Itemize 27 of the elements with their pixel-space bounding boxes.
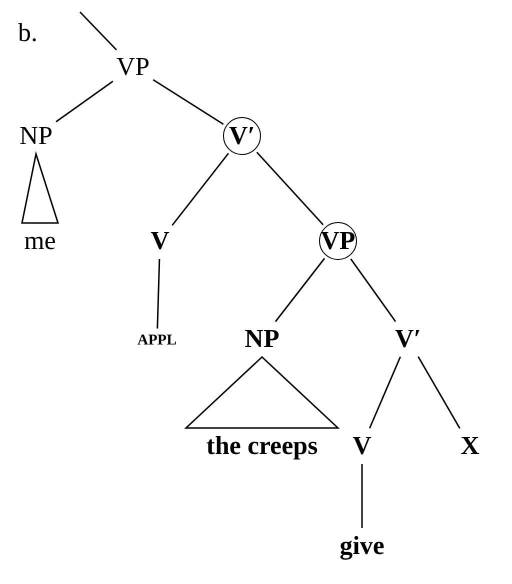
tree-label: V [352,431,372,461]
tree-label: V′ [394,324,422,354]
branch-line [172,152,230,226]
tree-label: V [150,226,170,256]
branch-line [418,356,460,429]
tree-label: NP [244,324,280,354]
branch-line [256,152,324,226]
triangle-branch [21,151,60,224]
branch-line [361,464,363,528]
branch-line [156,258,160,329]
branch-line [368,356,402,429]
circled-label: V′ [223,117,261,155]
branch-line [152,79,224,125]
tree-label: give [338,531,386,561]
tree-label: VP [115,52,151,82]
tree-label: X [460,431,480,461]
tree-label: the creeps [205,431,319,461]
tree-label: NP [18,121,54,151]
tree-label: APPL [136,332,178,350]
branch-line [274,258,326,322]
triangle-branch [184,356,340,429]
circled-label: VP [319,222,357,260]
branch-line [79,11,117,50]
tree-label: me [23,226,57,256]
branch-line [56,80,114,122]
branch-line [350,258,396,322]
example-label: b. [18,18,38,48]
